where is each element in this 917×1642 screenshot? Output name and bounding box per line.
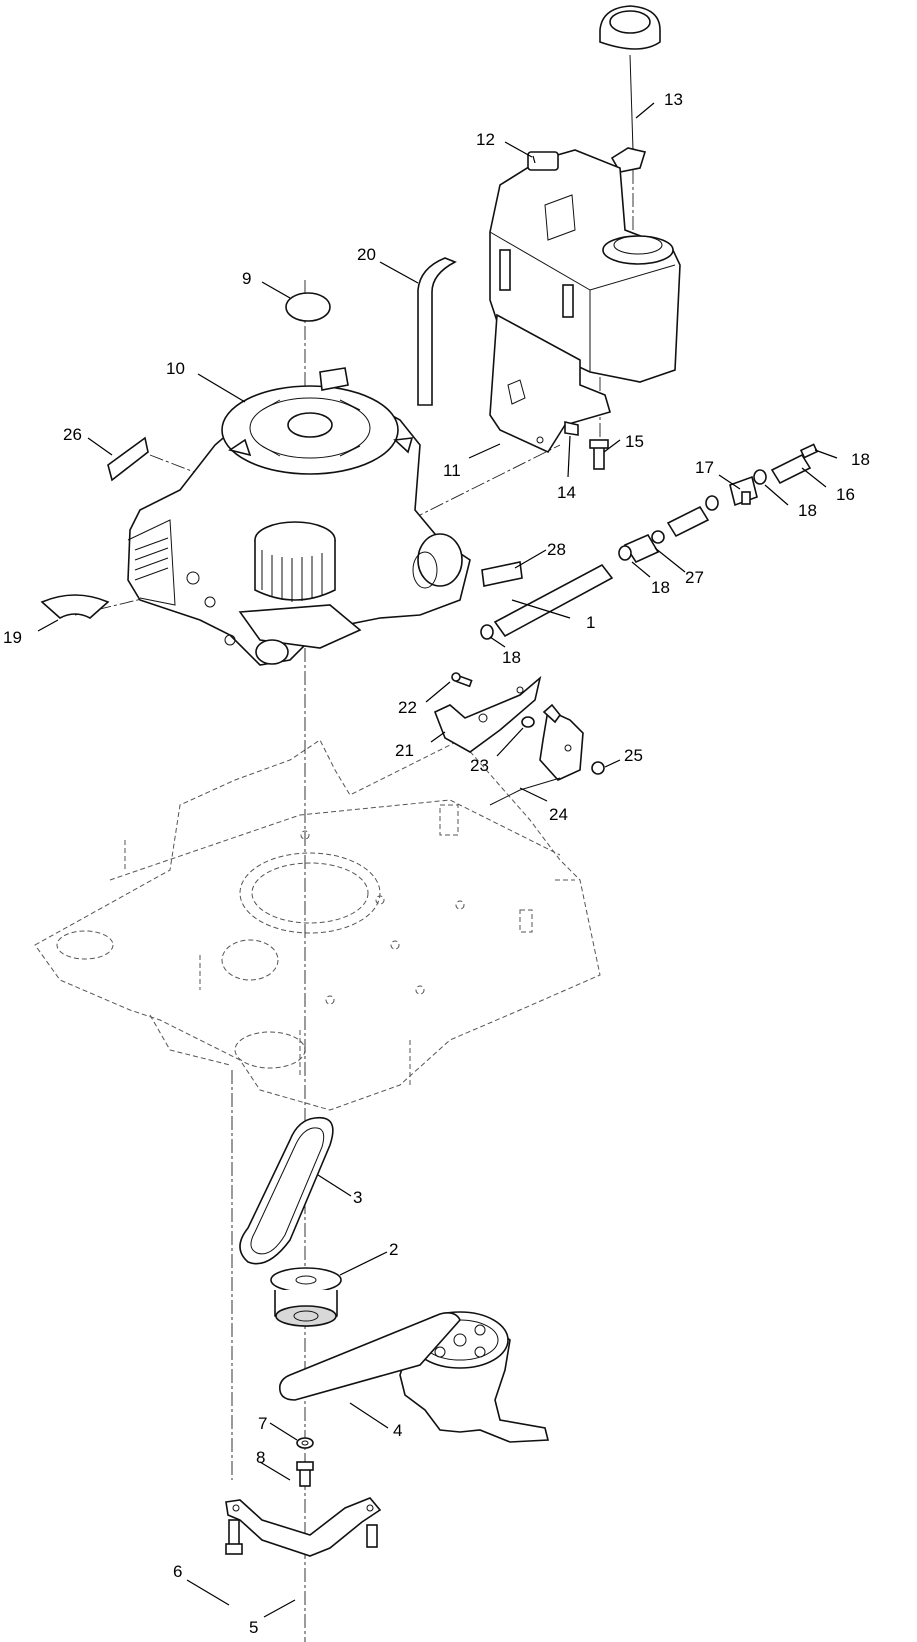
- callout-21: 21: [395, 741, 414, 760]
- engine: [127, 367, 471, 666]
- callout-labels: 1 2 3 4 5 6 7 8 9 10 11 12 13 14 15 16 1…: [3, 90, 870, 1637]
- callout-7: 7: [258, 1414, 267, 1433]
- fuel-tank: [489, 149, 681, 383]
- callout-15: 15: [625, 432, 644, 451]
- callout-18-filter: 18: [798, 501, 817, 520]
- bolt-14: [564, 420, 579, 436]
- decal-28: [481, 561, 523, 587]
- pulley-2: [270, 1267, 342, 1327]
- callout-25: 25: [624, 746, 643, 765]
- screw-22: [451, 672, 473, 688]
- callout-12: 12: [476, 130, 495, 149]
- callout-3: 3: [353, 1188, 362, 1207]
- callout-22: 22: [398, 698, 417, 717]
- callout-16: 16: [836, 485, 855, 504]
- callout-10: 10: [166, 359, 185, 378]
- fuel-line-16: [770, 443, 819, 485]
- callout-17: 17: [695, 458, 714, 477]
- clamp-18-lower: [480, 624, 494, 640]
- callout-8: 8: [256, 1448, 265, 1467]
- callout-6: 6: [173, 1562, 182, 1581]
- throttle-bracket-21: [433, 675, 542, 753]
- filter-17: [729, 475, 758, 507]
- throttle-control-24: [489, 703, 584, 806]
- callout-5: 5: [249, 1618, 258, 1637]
- callout-11: 11: [443, 461, 461, 480]
- callout-24: 24: [549, 805, 568, 824]
- callout-23: 23: [470, 756, 489, 775]
- callout-18-right: 18: [851, 450, 870, 469]
- callout-27: 27: [685, 568, 704, 587]
- bolt-15: [589, 439, 609, 470]
- callout-26: 26: [63, 425, 82, 444]
- callout-20: 20: [357, 245, 376, 264]
- tank-bracket: [489, 313, 611, 454]
- washer-23: [521, 716, 535, 728]
- brace-5: [225, 1497, 382, 1557]
- bolt-6b: [366, 1524, 378, 1548]
- callout-1: 1: [586, 613, 595, 632]
- callout-9: 9: [242, 269, 251, 288]
- shutoff-valve-27: [623, 530, 665, 564]
- decal-26: [107, 436, 149, 482]
- callout-28: 28: [547, 540, 566, 559]
- clamp-18-mid: [618, 545, 632, 561]
- fuel-cap: [599, 5, 661, 173]
- belt-3: [239, 1116, 334, 1265]
- callout-4: 4: [393, 1421, 402, 1440]
- callout-19: 19: [3, 628, 22, 647]
- vent-hose: [417, 257, 457, 406]
- bolt-6: [225, 1519, 243, 1555]
- washer-7: [296, 1437, 314, 1449]
- callout-13: 13: [664, 90, 683, 109]
- leader-lines: [37, 102, 838, 1618]
- heat-shield-19: [40, 594, 110, 619]
- callout-18-lower: 18: [502, 648, 521, 667]
- bolt-8: [296, 1461, 314, 1487]
- fuel-line-1: [493, 563, 614, 638]
- clamp-18-upper: [753, 469, 767, 485]
- nut-25: [591, 761, 605, 775]
- disk-9: [285, 292, 331, 322]
- callout-14: 14: [557, 483, 576, 502]
- chassis-frame: [34, 739, 601, 1111]
- callout-18-valve: 18: [651, 578, 670, 597]
- fuel-line-short: [666, 495, 719, 538]
- callout-2: 2: [389, 1240, 398, 1259]
- belt-4: [278, 1312, 461, 1401]
